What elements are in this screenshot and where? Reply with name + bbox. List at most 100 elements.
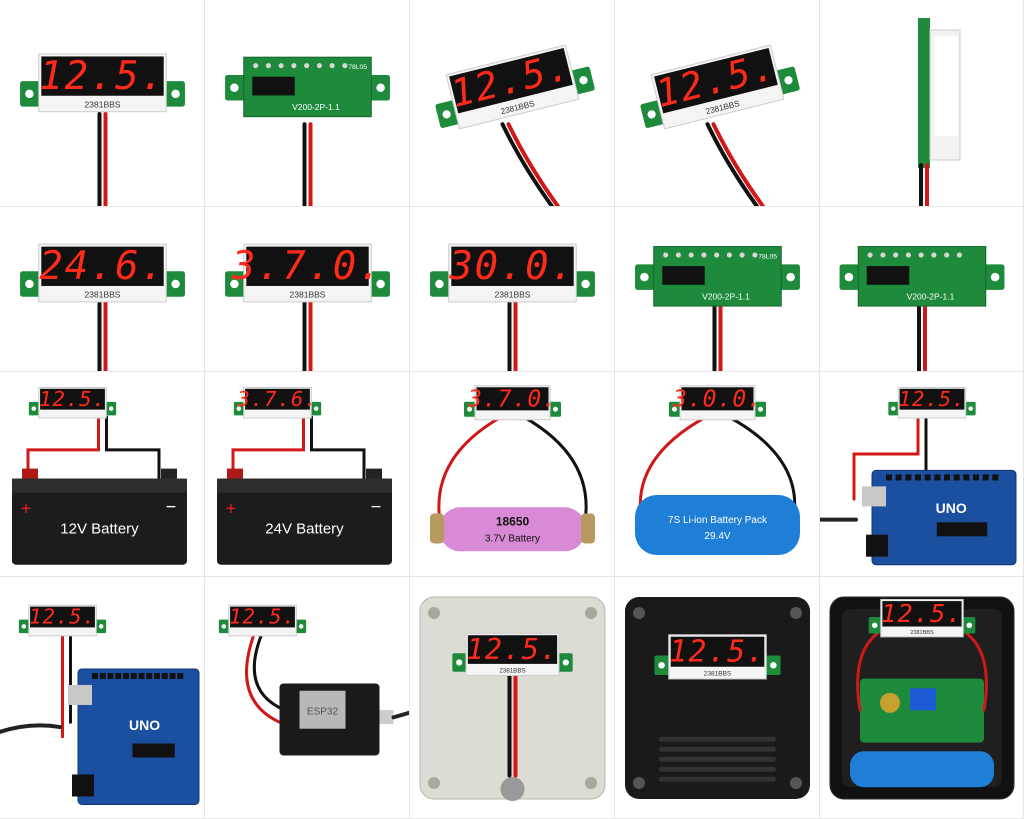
solder-pad (701, 252, 707, 258)
mount-hole (25, 89, 34, 99)
pcb-back: V200-2P-1.1 (839, 246, 1005, 307)
mount-hole (968, 406, 973, 411)
wire (711, 122, 766, 206)
uno-board (871, 469, 1017, 566)
mount-hole (467, 406, 472, 412)
cell-side (820, 0, 1024, 207)
solder-pad (714, 252, 720, 258)
mount-hole (376, 83, 385, 93)
enclosure-body (419, 596, 606, 800)
led-display (882, 601, 962, 627)
header-pin (130, 672, 137, 679)
mount-hole (844, 272, 854, 282)
negative-terminal (366, 468, 382, 481)
ic-chip (252, 76, 295, 96)
mount-hole (236, 406, 242, 411)
header-pin (992, 474, 999, 481)
pack-body (635, 495, 800, 555)
voltmeter-module: 3.7.6. (233, 387, 322, 419)
cell-drawing: 12.5.2381BBS (419, 596, 606, 801)
cell-drawing: 12.5.2381BBS (625, 597, 810, 799)
board-label: V200-2P-1.1 (907, 291, 955, 301)
cell-battery-24v: 3.7.6. +−24V Battery (205, 372, 410, 577)
arduino-uno: UNO (68, 668, 200, 805)
voltmeter-module: 3.7.0. (464, 385, 561, 421)
solder-pad (752, 252, 758, 258)
ic-chip (866, 266, 910, 285)
solder-pad (663, 252, 669, 258)
voltmeter-module: 12.5.2381BBS (452, 633, 573, 677)
battery-label: 12V Battery (60, 521, 139, 538)
solder-pad (931, 252, 937, 258)
mount-hole (171, 89, 180, 99)
mount-hole (230, 279, 239, 289)
battery-pack (850, 751, 994, 788)
solder-pad (304, 63, 310, 69)
board-label: UNO (129, 717, 160, 733)
plus-sign: + (226, 499, 237, 519)
lead-acid-battery: +−24V Battery (217, 468, 392, 565)
cell-drawing: 30.0.2381BBS (430, 243, 595, 371)
header-pin (92, 672, 98, 679)
voltage-reading: 24.6. (39, 244, 165, 289)
solder-pad (688, 252, 694, 258)
angled-module: 12.5.2381BBS (435, 44, 595, 130)
plus-sign: + (21, 499, 32, 519)
usb-port (68, 684, 92, 705)
header-pin (905, 474, 912, 481)
wire (231, 415, 305, 481)
mount-hole (758, 406, 763, 412)
wire (310, 415, 366, 481)
led-display (30, 606, 95, 628)
pack-label: 7S Li-ion Battery Pack (668, 515, 768, 526)
cell-drawing: 3.7.0.2381BBS (225, 243, 390, 371)
mount-hole (871, 622, 878, 629)
cable-gland (500, 777, 525, 801)
model-label: 2381BBS (499, 667, 525, 674)
led-display (41, 246, 164, 286)
cell-body (440, 507, 585, 552)
mount-hole (108, 406, 114, 411)
power-jack (866, 534, 888, 557)
header-pin (934, 474, 941, 481)
negative-terminal (161, 468, 177, 481)
mount-hole (784, 76, 793, 85)
mount-hole (221, 624, 227, 629)
header-pin (915, 474, 921, 481)
solder-pad (726, 252, 732, 258)
mount-hole (786, 272, 795, 282)
esp32-board: ESP32 (279, 683, 394, 756)
header-pin (138, 672, 145, 679)
mount-hole (966, 622, 973, 629)
minus-sign: − (166, 497, 177, 517)
header-pin (982, 474, 989, 481)
battery-body (12, 478, 187, 565)
solder-pad (918, 252, 924, 258)
cell-drawing: 12.5. UNO (0, 605, 200, 805)
cell-drawing: 24.6.2381BBS (20, 243, 185, 371)
cell-black-box: 12.5.2381BBS (615, 577, 820, 819)
arduino-uno: UNO (862, 469, 1017, 566)
voltage-reading: 30.0. (448, 244, 575, 289)
model-label: 2381BBS (495, 290, 531, 300)
mount-hole (640, 272, 649, 282)
mount-hole (230, 83, 239, 93)
voltage-reading: 12.5. (29, 605, 96, 629)
pack-sublabel: 29.4V (704, 531, 730, 542)
voltmeter-module: 12.5.2381BBS (654, 634, 781, 680)
mount-hole (21, 624, 27, 629)
wire (252, 623, 281, 710)
mount-hole (553, 406, 558, 412)
led-display (476, 387, 549, 411)
mount-hole (579, 76, 588, 85)
header-pin (895, 474, 902, 481)
ic-chip (662, 266, 705, 285)
cell-v37: 3.7.0.2381BBS (205, 207, 410, 372)
usb-port (379, 710, 394, 725)
